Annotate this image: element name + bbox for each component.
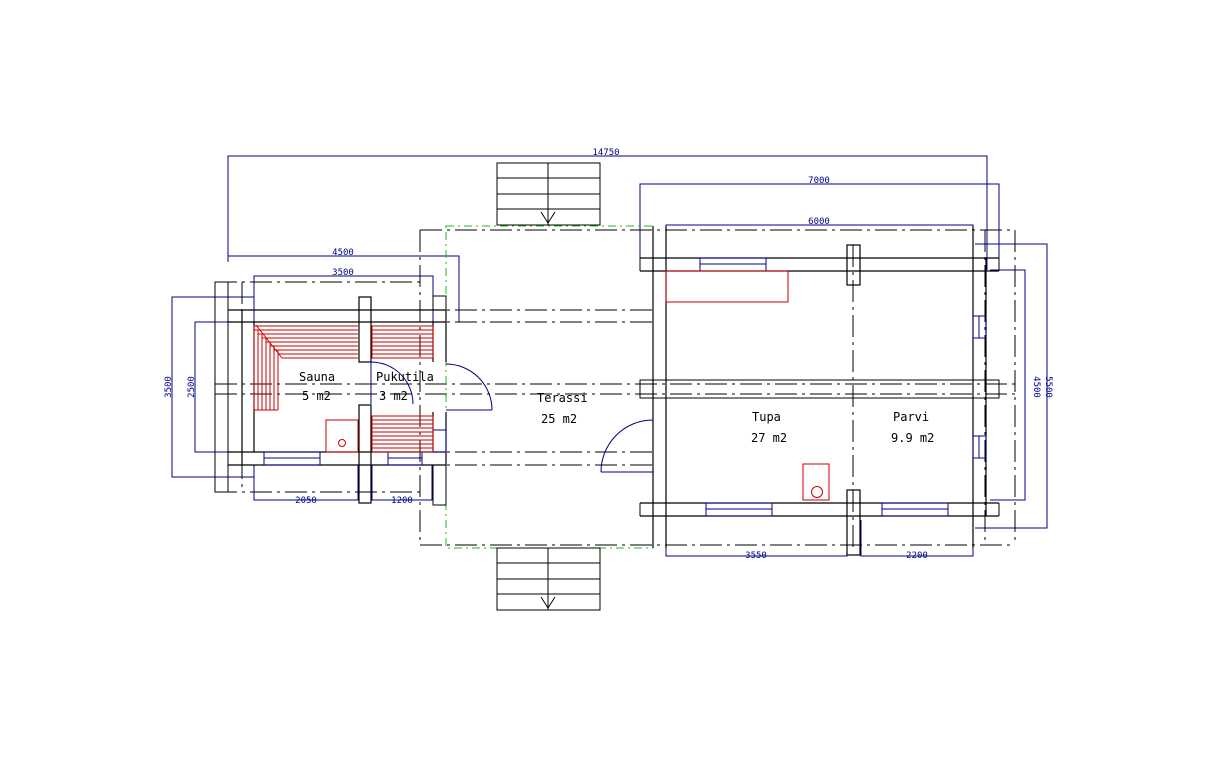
dim-sauna-inner: 3500 <box>332 268 354 278</box>
room-sauna-name: Sauna <box>299 370 335 384</box>
dim-line-sauna-room <box>253 465 359 501</box>
room-terassi-area: 25 m2 <box>541 412 577 426</box>
dim-sauna-room: 2050 <box>295 496 317 506</box>
steps-bottom <box>496 547 601 611</box>
room-parvi-area: 9.9 m2 <box>891 431 934 445</box>
main-building-walls <box>639 226 1000 556</box>
kitchen-counter <box>665 270 789 303</box>
dim-line-main-depth-outer <box>975 243 1048 529</box>
dim-line-sauna-inner <box>253 275 434 322</box>
dim-pukutila-room: 1200 <box>391 496 413 506</box>
axis-lines <box>214 229 1016 550</box>
dim-line-sauna-outer <box>227 255 460 322</box>
dim-tupa-room: 3550 <box>745 551 767 561</box>
sauna-benches <box>253 324 434 453</box>
steps-top <box>496 162 601 226</box>
dim-line-main-outer <box>639 183 1000 270</box>
dim-line-main-depth-inner <box>990 269 1026 501</box>
dim-line-sauna-depth-outer <box>171 296 254 478</box>
dim-line-pukutila-room <box>371 465 433 501</box>
main-building-fixtures <box>665 270 830 501</box>
doors <box>370 361 654 473</box>
door-pukutila <box>445 363 493 411</box>
sauna-stove <box>325 419 359 453</box>
dim-sauna-depth-inner: 2500 <box>187 376 197 398</box>
dim-main-depth-inner: 4500 <box>1031 376 1041 398</box>
dim-main-outer: 7000 <box>808 176 830 186</box>
room-terassi-name: Terassi <box>537 391 588 405</box>
door-sauna <box>370 361 414 405</box>
room-sauna-area: 5 m2 <box>302 389 331 403</box>
dimension-labels: 14750 7000 6000 4500 3500 3500 2500 2050… <box>164 148 1053 561</box>
dim-main-inner: 6000 <box>808 217 830 227</box>
door-tupa <box>600 419 654 473</box>
dim-sauna-outer: 4500 <box>332 248 354 258</box>
dim-parvi-room: 2200 <box>906 551 928 561</box>
room-parvi-name: Parvi <box>893 410 929 424</box>
terrace-outline <box>445 225 654 549</box>
dim-line-total-width <box>227 155 988 270</box>
room-pukutila-name: Pukutila <box>376 370 434 384</box>
dim-main-depth-outer: 5500 <box>1043 376 1053 398</box>
dim-sauna-depth-outer: 3500 <box>164 376 174 398</box>
tupa-stove <box>802 463 830 501</box>
room-pukutila-area: 3 m2 <box>379 389 408 403</box>
dim-line-sauna-depth-inner <box>194 321 254 453</box>
dim-total-width: 14750 <box>592 148 619 158</box>
room-tupa-area: 27 m2 <box>751 431 787 445</box>
room-labels: Sauna 5 m2 Pukutila 3 m2 Terassi 25 m2 T… <box>299 370 934 445</box>
room-tupa-name: Tupa <box>752 410 781 424</box>
